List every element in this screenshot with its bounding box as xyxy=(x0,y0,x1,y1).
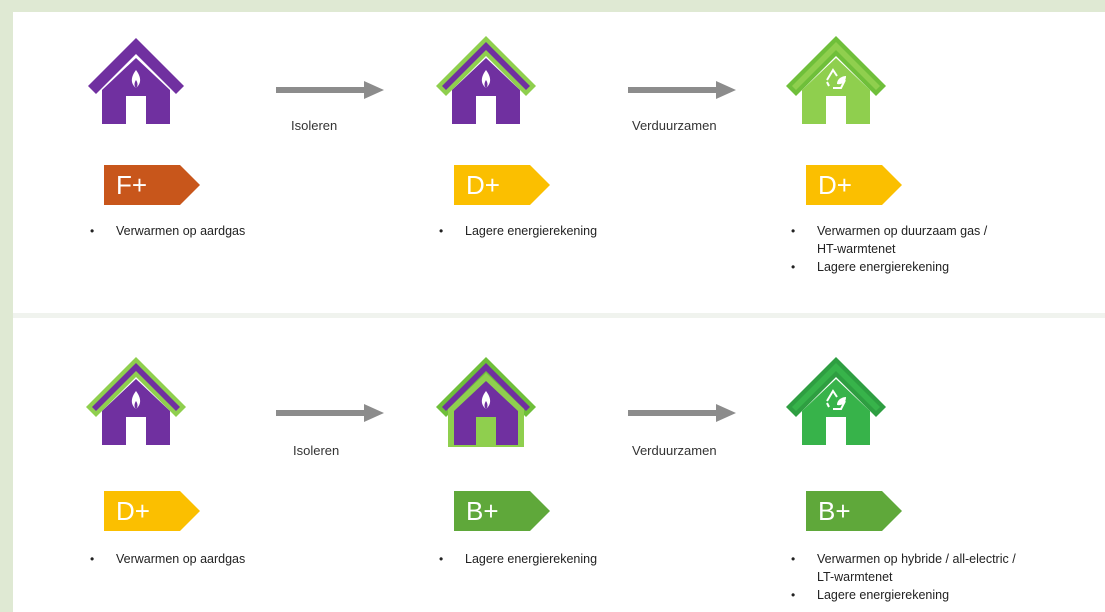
list-item: •Lagere energierekening xyxy=(791,260,950,274)
house-recycle-icon xyxy=(786,357,886,447)
list-item: •Verwarmen op duurzaam gas / xyxy=(791,224,988,238)
list-item: •Verwarmen op hybride / all-electric / xyxy=(791,552,1016,566)
list-item: •Verwarmen op aardgas xyxy=(90,224,246,238)
house-flame-icon xyxy=(436,36,536,126)
arrow-right-icon xyxy=(276,403,386,423)
list-item: •Lagere energierekening xyxy=(439,552,598,566)
house-flame-icon xyxy=(86,357,186,447)
house-recycle-icon xyxy=(786,36,886,126)
row-panel-2 xyxy=(13,318,1105,612)
step-label-isoleren: Isoleren xyxy=(291,118,338,133)
list-item: •Verwarmen op aardgas xyxy=(90,552,246,566)
bullet-list: •Verwarmen op hybride / all-electric / L… xyxy=(789,550,1016,604)
house-flame-icon xyxy=(86,36,186,126)
energy-label-badge: D+ xyxy=(454,165,550,205)
house-flame-icon xyxy=(436,357,536,447)
bullet-list: •Verwarmen op aardgas xyxy=(88,550,245,568)
row-panel-1 xyxy=(13,12,1105,313)
row-divider xyxy=(13,313,1105,318)
arrow-right-icon xyxy=(276,80,386,100)
bullet-list: •Lagere energierekening xyxy=(437,550,597,568)
energy-label-badge: D+ xyxy=(806,165,902,205)
list-item: •Lagere energierekening xyxy=(439,224,598,238)
arrow-right-icon xyxy=(628,80,738,100)
list-item: LT-warmtenet xyxy=(817,570,893,584)
list-item: •Lagere energierekening xyxy=(791,588,950,602)
arrow-right-icon xyxy=(628,403,738,423)
energy-label-badge: B+ xyxy=(806,491,902,531)
bullet-list: •Verwarmen op aardgas xyxy=(88,222,245,240)
list-item: HT-warmtenet xyxy=(817,242,896,256)
step-label-isoleren: Isoleren xyxy=(293,443,340,458)
energy-label-badge: B+ xyxy=(454,491,550,531)
step-label-verduurzamen: Verduurzamen xyxy=(632,118,717,133)
energy-label-badge: F+ xyxy=(104,165,200,205)
step-label-verduurzamen: Verduurzamen xyxy=(632,443,717,458)
bullet-list: •Lagere energierekening xyxy=(437,222,597,240)
bullet-list: •Verwarmen op duurzaam gas / HT-warmtene… xyxy=(789,222,987,276)
energy-label-badge: D+ xyxy=(104,491,200,531)
